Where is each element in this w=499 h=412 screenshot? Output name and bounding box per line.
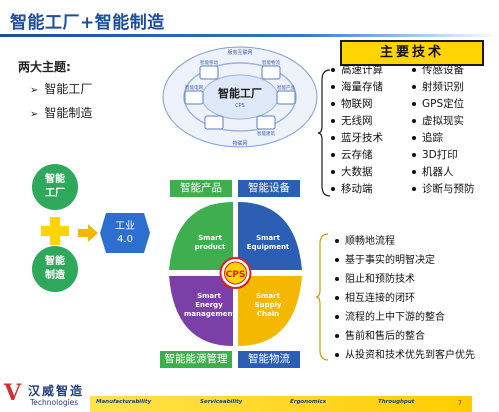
- footer-bar: [90, 396, 472, 412]
- tech-bracket: [318, 69, 331, 197]
- smart-factory-network-diagram: 服务互联网 物联网 智能移动 智能物流 智能电网 智能产品 智能建筑 智能工厂 …: [162, 46, 318, 148]
- tech-item: 移动端: [331, 181, 383, 198]
- theme-label: 智能制造: [44, 106, 93, 120]
- network-node-icon: [184, 65, 296, 130]
- quadrant-center-cps: CPS: [226, 270, 246, 280]
- tech-item: 追踪: [412, 130, 475, 147]
- tech-item: 高速计算: [331, 62, 383, 79]
- benefit-item: 售前和售后的整合: [335, 327, 475, 346]
- tech-item: 蓝牙技术: [331, 130, 383, 147]
- ring-bottom-label: 物联网: [232, 140, 247, 147]
- tech-list-right: 传感设备 射频识别 GPS定位 虚拟现实 追踪 3D打印 机器人 诊断与预防: [412, 62, 475, 198]
- tech-item: 虚拟现实: [412, 113, 475, 130]
- company-logo-mark: V: [4, 380, 22, 406]
- smart-manufacturing-circle: 智能制造: [32, 246, 78, 292]
- node-label: 智能物流: [262, 59, 280, 66]
- node-label: 智能电网: [185, 84, 203, 91]
- quadrant-label-smart-equipment: 智能设备: [238, 180, 300, 197]
- footer-item: Ergonomics: [290, 399, 327, 405]
- footer-item: Serviceability: [200, 399, 243, 405]
- arrow-right-icon: [78, 224, 98, 242]
- tech-item: 云存储: [331, 147, 383, 164]
- node-label: 智能移动: [200, 59, 218, 66]
- arrow-bullet-icon: ➢: [30, 85, 39, 96]
- quadrant-label-energy-management: 智能能源管理: [160, 351, 232, 368]
- themes-heading: 两大主题:: [18, 60, 71, 74]
- benefit-item: 阻止和预防技术: [335, 270, 475, 289]
- quadrant-label-smart-logistics: 智能物流: [238, 351, 300, 368]
- network-center-label: 智能工厂: [218, 86, 262, 100]
- benefit-item: 基于事实的明智决定: [335, 251, 475, 270]
- benefit-item: 相互连接的闭环: [335, 289, 475, 308]
- benefit-item: 从投资和技术优先到客户优先: [335, 346, 475, 365]
- tech-item: 传感设备: [412, 62, 475, 79]
- benefit-item: 顺畅地流程: [335, 232, 475, 251]
- node-label: 智能产品: [277, 84, 295, 91]
- company-name-cn: 汉威智造: [28, 384, 85, 398]
- quadrant-diagram: CPS: [169, 202, 302, 346]
- footer-item: Manufacturability: [96, 399, 152, 405]
- tech-item: 诊断与预防: [412, 181, 475, 198]
- ring-top-label: 服务互联网: [227, 49, 252, 56]
- smart-factory-circle: 智能工厂: [32, 164, 78, 210]
- node-label: 智能建筑: [257, 130, 275, 137]
- benefit-item: 流程的上中下游的整合: [335, 308, 475, 327]
- theme-item-factory: ➢ 智能工厂: [30, 80, 92, 97]
- arrow-bullet-icon: ➢: [30, 109, 39, 120]
- page-title: 智能工厂+智能制造: [10, 13, 165, 33]
- tech-item: 无线网: [331, 113, 383, 130]
- benefits-bracket: [316, 233, 329, 361]
- company-name-en: Technologies: [30, 398, 79, 407]
- plus-icon-bar: [41, 226, 69, 236]
- tech-item: GPS定位: [412, 96, 475, 113]
- theme-item-manufacturing: ➢ 智能制造: [30, 104, 92, 121]
- page-number: 7: [458, 400, 462, 407]
- footer-item: Throughput: [378, 399, 415, 405]
- tech-item: 物联网: [331, 96, 383, 113]
- tech-item: 大数据: [331, 164, 383, 181]
- tech-item: 机器人: [412, 164, 475, 181]
- title-underline: [0, 34, 499, 37]
- theme-label: 智能工厂: [44, 82, 93, 96]
- tech-item: 海量存储: [331, 79, 383, 96]
- benefits-list: 顺畅地流程 基于事实的明智决定 阻止和预防技术 相互连接的闭环 流程的上中下游的…: [335, 232, 475, 365]
- tech-item: 射频识别: [412, 79, 475, 96]
- tech-list-left: 高速计算 海量存储 物联网 无线网 蓝牙技术 云存储 大数据 移动端: [331, 62, 383, 198]
- quadrant-label-smart-product: 智能产品: [170, 180, 232, 197]
- tech-header: 主要技术: [340, 40, 484, 66]
- tech-item: 3D打印: [412, 147, 475, 164]
- network-cps-label: CPS: [235, 103, 245, 109]
